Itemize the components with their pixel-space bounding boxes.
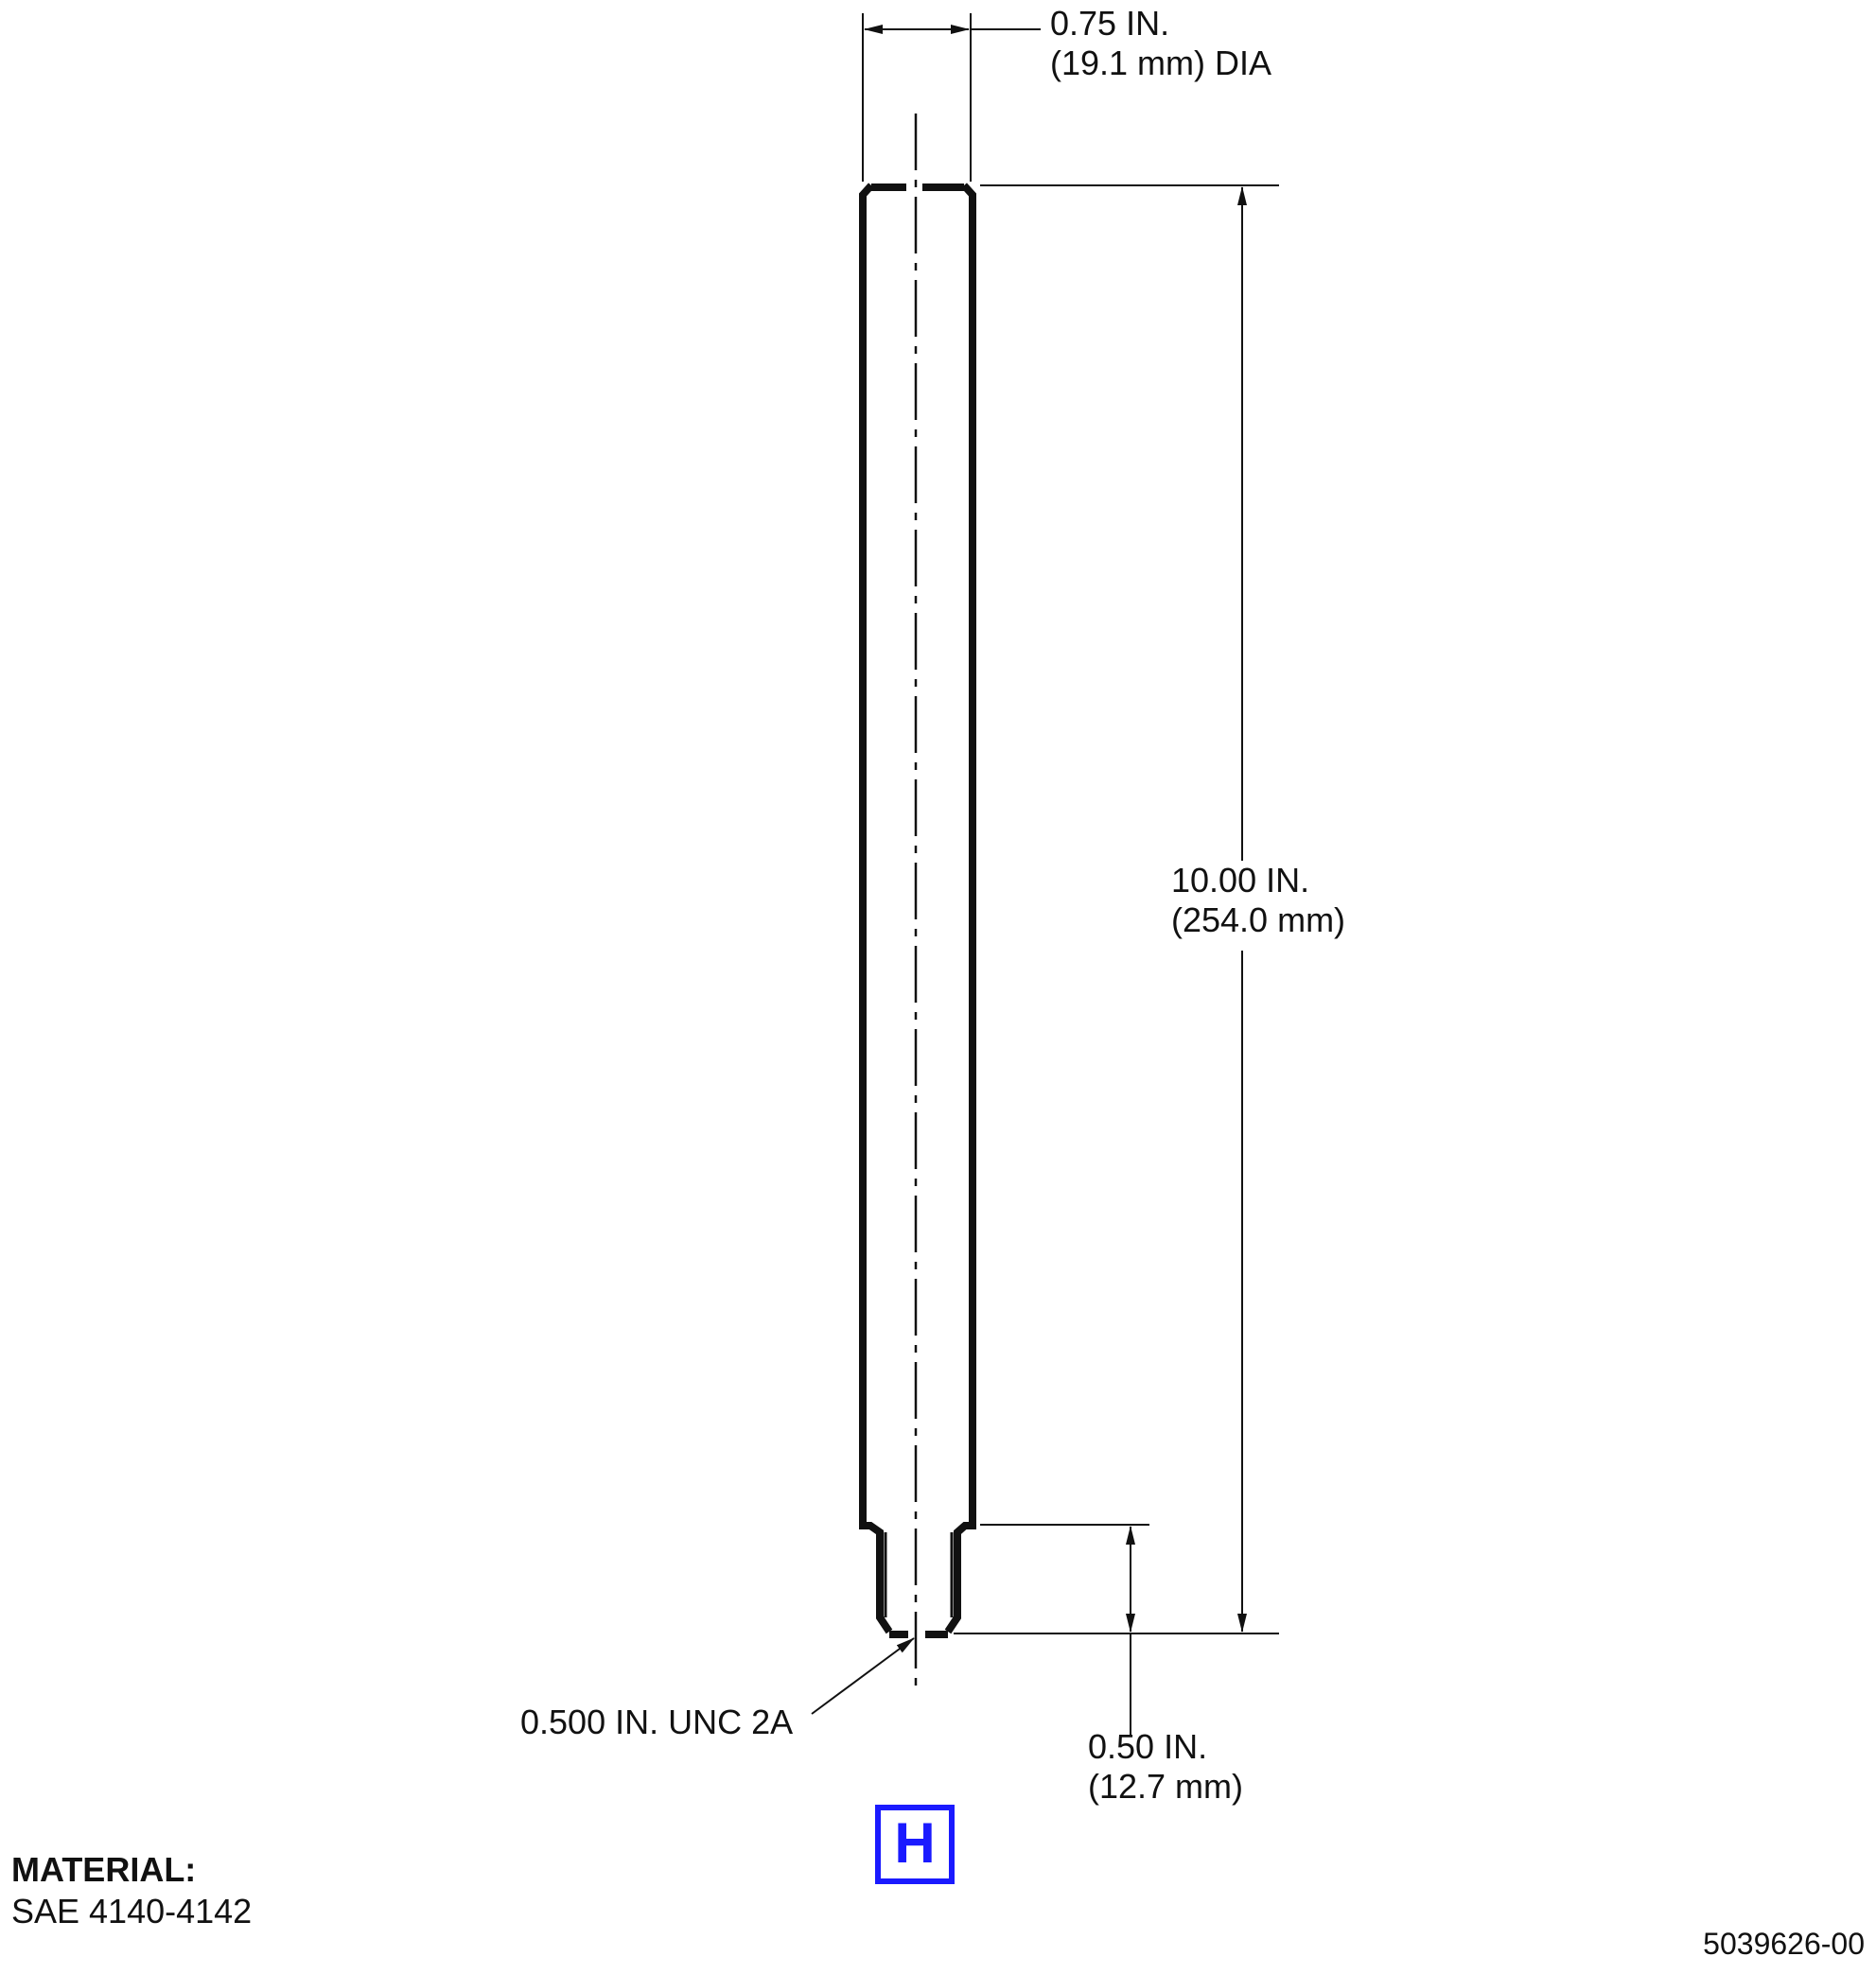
diameter-label-line2: (19.1 mm) DIA	[1050, 44, 1272, 82]
diameter-dimension	[862, 13, 1041, 182]
thread-length-label-line2: (12.7 mm)	[1088, 1767, 1244, 1806]
length-dimension	[954, 184, 1279, 1634]
thread-minor-lines	[884, 1532, 954, 1617]
diameter-label: 0.75 IN. (19.1 mm) DIA	[1050, 4, 1271, 83]
length-label: 10.00 IN. (254.0 mm)	[1171, 861, 1345, 940]
diameter-label-line1: 0.75 IN.	[1050, 4, 1170, 43]
thread-length-dimension	[980, 1524, 1149, 1736]
rod-left-edge	[859, 183, 893, 1634]
rod-right-edge	[944, 183, 976, 1634]
thread-leader	[811, 1637, 915, 1715]
drawing-number: 5039626-00	[1703, 1927, 1865, 1961]
thread-spec-label: 0.500 IN. UNC 2A	[520, 1703, 794, 1741]
length-label-line2: (254.0 mm)	[1171, 900, 1346, 939]
thread-length-label-line1: 0.50 IN.	[1088, 1727, 1208, 1766]
rod-body	[859, 183, 976, 1638]
length-label-line1: 10.00 IN.	[1171, 861, 1310, 900]
material-block: MATERIAL: SAE 4140-4142	[11, 1849, 252, 1932]
material-heading: MATERIAL:	[11, 1850, 197, 1889]
h-badge: H	[875, 1805, 955, 1884]
thread-length-label: 0.50 IN. (12.7 mm)	[1088, 1727, 1243, 1807]
material-value: SAE 4140-4142	[11, 1892, 253, 1930]
